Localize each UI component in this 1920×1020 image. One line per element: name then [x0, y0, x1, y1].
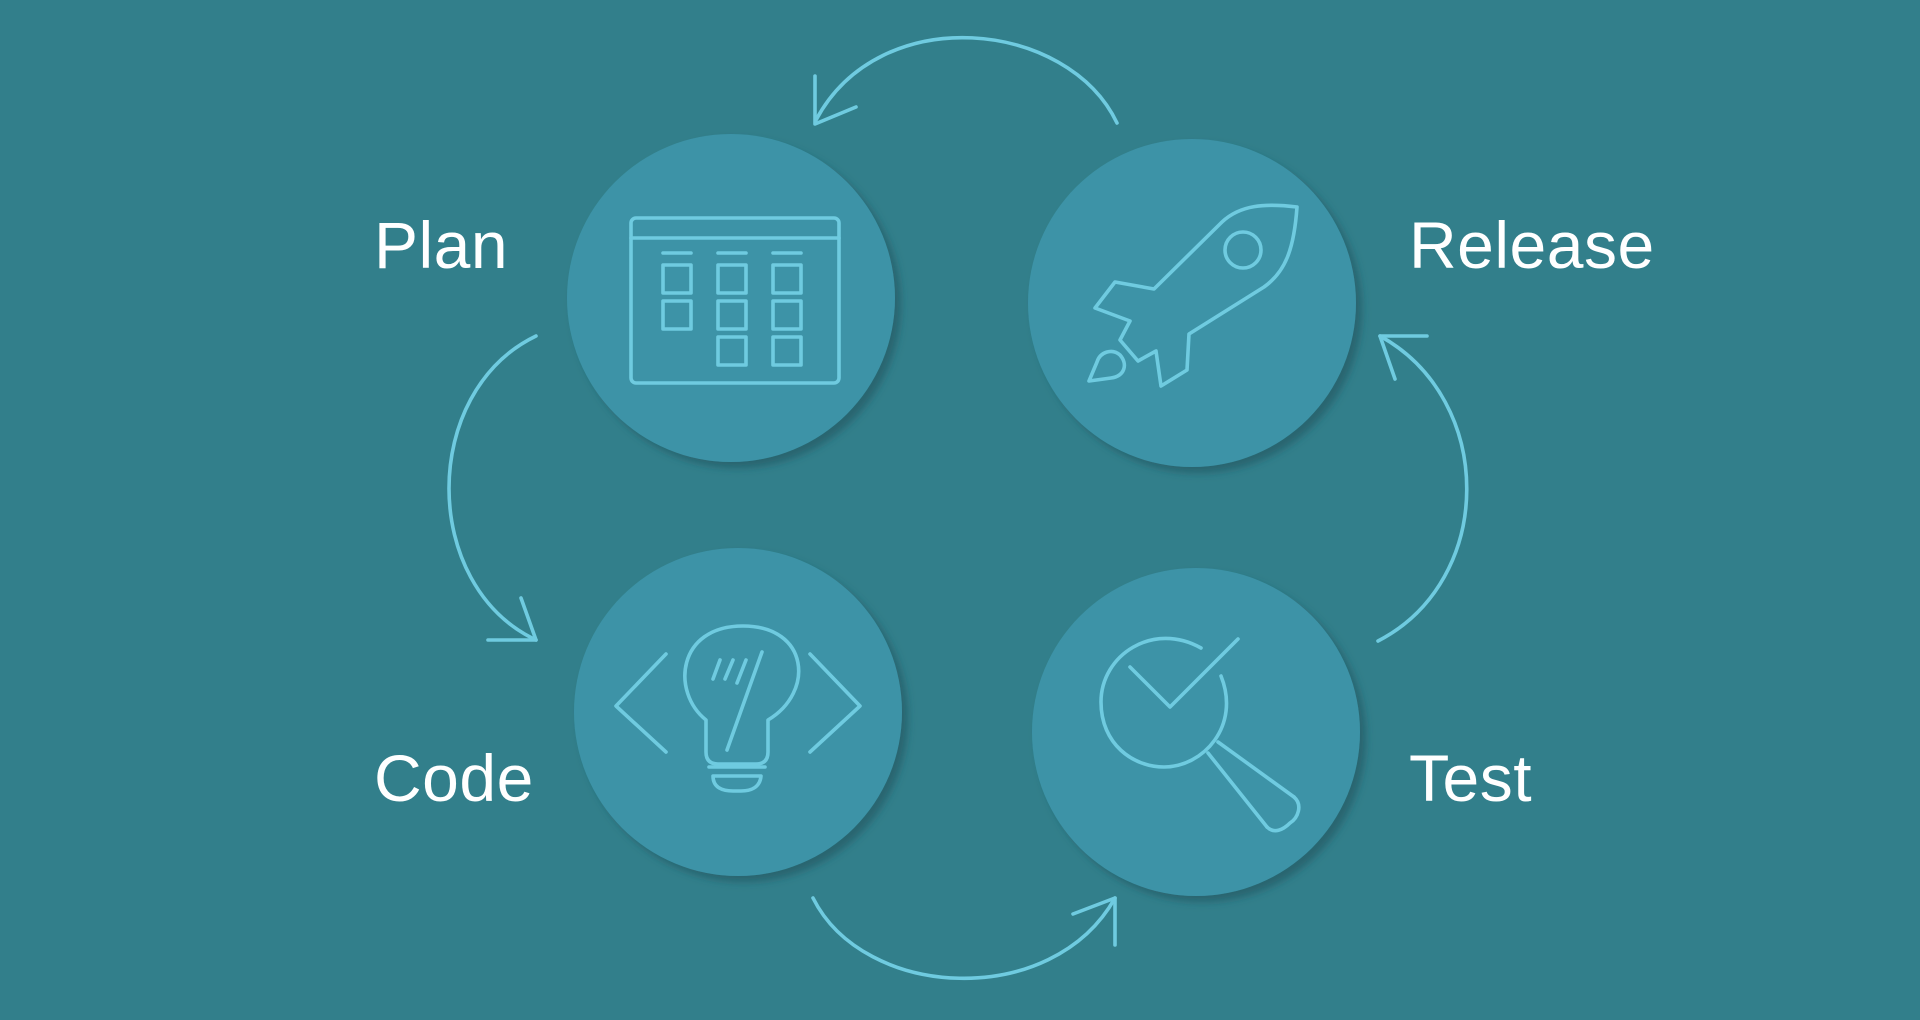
arrow-release-to-plan [813, 35, 1119, 126]
arrow-plan-to-code [447, 334, 538, 642]
release-circle [1028, 139, 1356, 467]
code-circle [574, 548, 902, 876]
lightbulb-code-icon [614, 624, 862, 793]
stage-label-release: Release [1409, 208, 1655, 282]
node-code: Code [374, 548, 902, 876]
arrow-test-to-release [1376, 334, 1469, 643]
node-plan: Plan [374, 134, 895, 462]
calendar-icon [629, 216, 841, 385]
cycle-arrows [447, 35, 1469, 981]
rocket-icon [1087, 203, 1299, 388]
arrow-code-to-test [811, 896, 1117, 981]
magnifier-check-icon [1099, 636, 1301, 833]
node-release: Release [1028, 139, 1655, 467]
stage-label-plan: Plan [374, 208, 508, 282]
test-circle [1032, 568, 1360, 896]
plan-circle [567, 134, 895, 462]
stage-label-code: Code [374, 741, 534, 815]
node-test: Test [1032, 568, 1532, 896]
stage-label-test: Test [1409, 741, 1532, 815]
